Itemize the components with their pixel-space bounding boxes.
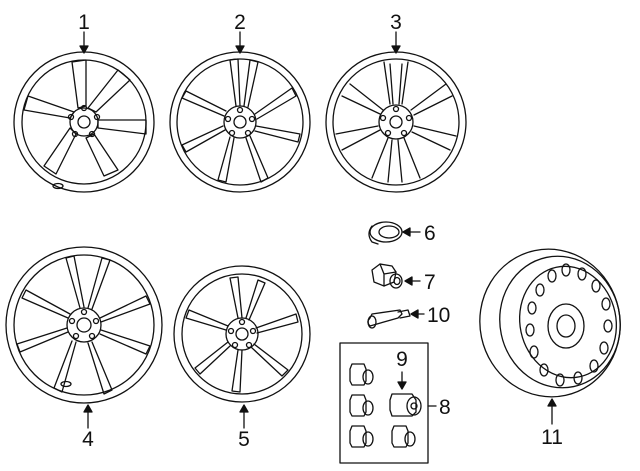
lock-key-9 [389, 393, 422, 417]
lock-nut-group [349, 363, 416, 448]
callout-4: 4 [82, 428, 94, 451]
spare-wheel-holes [525, 263, 613, 387]
wheel-4 [5, 246, 163, 404]
wheel-3-spokes [335, 61, 457, 183]
leader-lines [79, 31, 557, 429]
callout-6: 6 [424, 222, 436, 245]
wheel-1-spokes [23, 59, 147, 177]
lock-kit-box-8 [339, 342, 429, 464]
callout-5: 5 [238, 428, 250, 451]
center-cap-6 [368, 221, 403, 245]
callout-3: 3 [390, 11, 402, 34]
callout-9: 9 [396, 348, 408, 371]
callout-7: 7 [424, 271, 436, 294]
spare-wheel-11 [479, 248, 621, 398]
callout-10: 10 [427, 304, 450, 327]
wheel-2-spokes [181, 58, 301, 183]
wheel-5 [173, 265, 311, 403]
callout-2: 2 [234, 11, 246, 34]
wheel-3 [325, 51, 467, 193]
callouts: 1 2 3 4 5 6 7 10 9 8 11 [78, 11, 563, 451]
callout-1: 1 [78, 11, 90, 34]
wheel-2 [169, 51, 311, 193]
callout-11: 11 [541, 426, 563, 449]
callout-8: 8 [439, 396, 451, 419]
wheel-5-spokes [185, 276, 299, 393]
wheel-4-spokes [16, 255, 151, 395]
wheel-1 [13, 51, 155, 193]
valve-stem-10 [367, 309, 411, 329]
lug-nut-7 [371, 263, 403, 289]
